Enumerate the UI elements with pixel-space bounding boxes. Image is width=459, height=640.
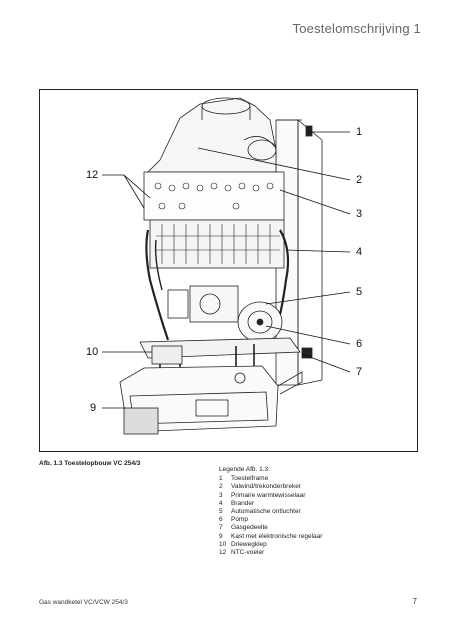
legend: Legende Afb. 1.3: 1 Toestelframe 2 Valwind… xyxy=(219,466,322,557)
legend-item-number: 2 xyxy=(219,483,223,491)
legend-item-number: 10 xyxy=(219,540,227,548)
footer-document-title: Gas wandketel VC/VCW 254/3 xyxy=(39,599,128,606)
figure-frame: 1 2 3 4 5 6 7 9 10 12 xyxy=(39,89,418,452)
legend-item-number: 9 xyxy=(219,532,223,540)
page-header-title: Toestelomschrijving 1 xyxy=(292,21,421,36)
figure-caption: Afb. 1.3 Toestelopbouw VC 254/3 xyxy=(39,460,141,467)
legend-item-number: 6 xyxy=(219,516,223,524)
legend-item-number: 1 xyxy=(219,475,223,483)
legend-item-label: Kast met elektronische regelaar xyxy=(231,532,323,540)
legend-item-label: Driewegklep xyxy=(231,540,267,548)
legend-item-label: Valwind/trekonderbreker xyxy=(231,483,301,491)
legend-item-label: Gasgedeelte xyxy=(231,524,268,532)
callout-2: 2 xyxy=(356,174,363,186)
callout-3: 3 xyxy=(356,208,363,220)
legend-item-label: Primaire warmtewisselaar xyxy=(231,491,306,499)
legend-item: 12 NTC-voeler xyxy=(219,549,322,557)
callout-1: 1 xyxy=(356,126,363,138)
callout-5: 5 xyxy=(356,286,363,298)
legend-item-number: 5 xyxy=(219,508,223,516)
legend-item-number: 12 xyxy=(219,549,227,557)
callout-7: 7 xyxy=(356,366,363,378)
legend-item: 2 Valwind/trekonderbreker xyxy=(219,483,322,491)
legend-item: 6 Pomp xyxy=(219,516,322,524)
legend-item-number: 3 xyxy=(219,491,223,499)
legend-item: 1 Toestelframe xyxy=(219,475,322,483)
legend-item-label: Brander xyxy=(231,499,255,507)
callout-12: 12 xyxy=(86,169,99,181)
callout-6: 6 xyxy=(356,338,363,350)
legend-item: 9 Kast met elektronische regelaar xyxy=(219,533,322,541)
legend-item-label: Pomp xyxy=(231,516,248,524)
boiler-illustration xyxy=(102,97,351,435)
legend-item-label: NTC-voeler xyxy=(231,549,265,557)
legend-item: 5 Automatische ontluchter xyxy=(219,508,322,516)
page-number: 7 xyxy=(412,597,417,606)
legend-item-number: 7 xyxy=(219,524,223,532)
callout-10: 10 xyxy=(86,346,99,358)
legend-item-number: 4 xyxy=(219,499,223,507)
legend-item-label: Toestelframe xyxy=(231,475,269,483)
legend-item: 3 Primaire warmtewisselaar xyxy=(219,492,322,500)
callout-9: 9 xyxy=(90,402,97,414)
legend-item: 10 Driewegklep xyxy=(219,541,322,549)
callout-4: 4 xyxy=(356,246,363,258)
legend-item: 4 Brander xyxy=(219,500,322,508)
legend-item: 7 Gasgedeelte xyxy=(219,524,322,532)
legend-item-label: Automatische ontluchter xyxy=(231,508,301,516)
legend-title: Legende Afb. 1.3: xyxy=(219,466,270,473)
